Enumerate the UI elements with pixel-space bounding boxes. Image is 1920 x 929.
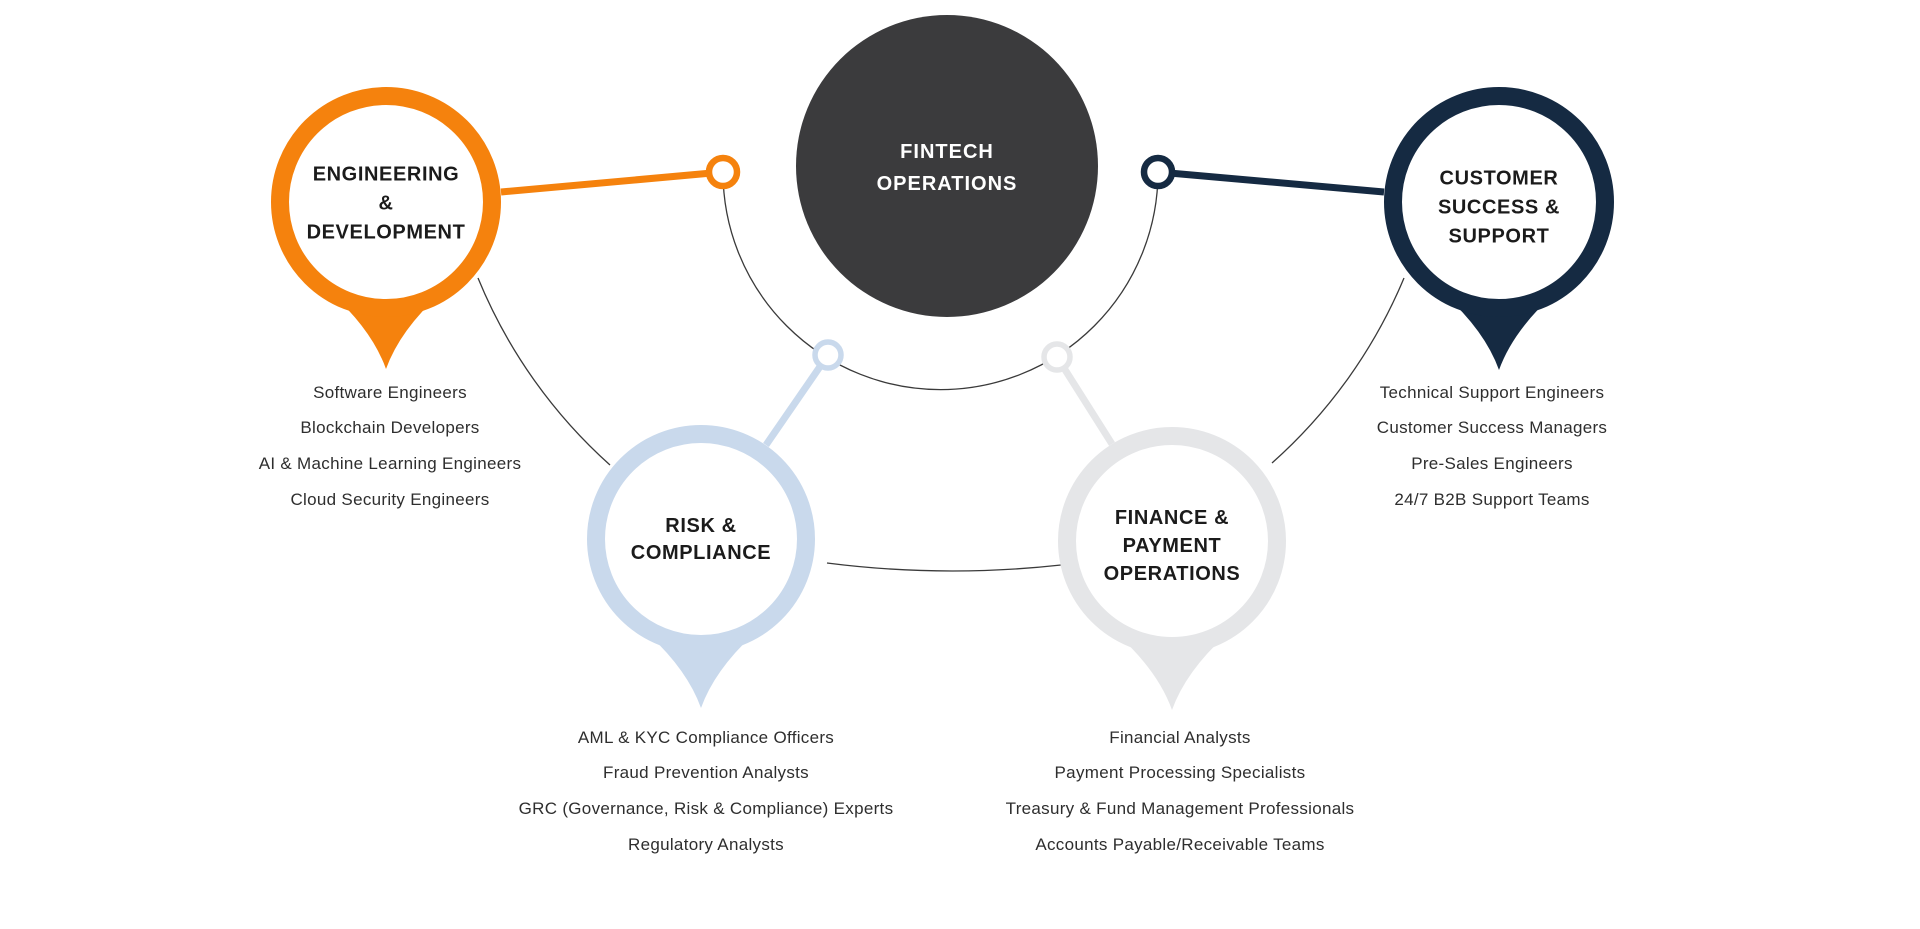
role-item: Regulatory Analysts	[628, 834, 784, 854]
role-item: AML & KYC Compliance Officers	[577, 727, 835, 747]
role-item: Fraud Prevention Analysts	[603, 763, 809, 783]
engineering-circle	[271, 87, 501, 317]
finance-circle	[1058, 427, 1286, 655]
customer-label-line: SUCCESS &	[1437, 196, 1561, 219]
engineering-label-line: DEVELOPMENT	[306, 221, 466, 244]
orbit-arc	[722, 171, 1159, 391]
risk-roles-list: AML & KYC Compliance Officers Fraud Prev…	[446, 720, 966, 862]
role-item: 24/7 B2B Support Teams	[1394, 489, 1590, 509]
connector-finance	[1054, 355, 1115, 446]
customer-roles-list: Technical Support Engineers Customer Suc…	[1232, 375, 1752, 517]
hub-label-line: FINTECH	[900, 141, 994, 163]
connector-engineering	[500, 168, 724, 196]
role-item: Treasury & Fund Management Professionals	[1005, 798, 1355, 818]
role-item: Cloud Security Engineers	[290, 489, 490, 509]
finance-label-line: FINANCE &	[1114, 507, 1230, 529]
role-item: Customer Success Managers	[1376, 418, 1608, 438]
engineering-node-ring	[705, 154, 741, 190]
role-item: Software Engineers	[313, 382, 467, 402]
risk-node-ring	[812, 339, 844, 371]
finance-roles-list: Financial Analysts Payment Processing Sp…	[920, 720, 1440, 862]
risk-label-line: RISK &	[665, 515, 737, 537]
arc-risk-finance	[826, 562, 1062, 572]
role-item: Accounts Payable/Receivable Teams	[1035, 834, 1325, 854]
finance-label-line: PAYMENT	[1122, 535, 1222, 557]
engineering-label-line: &	[378, 192, 394, 215]
customer-circle	[1384, 87, 1614, 317]
finance-label-line: OPERATIONS	[1103, 563, 1241, 585]
arc-engineering-risk	[477, 277, 611, 466]
customer-label-line: CUSTOMER	[1439, 167, 1559, 190]
engineering-label: ENGINEERING & DEVELOPMENT	[307, 161, 466, 248]
risk-label: RISK & COMPLIANCE	[631, 513, 771, 567]
connector-customer	[1157, 168, 1385, 196]
hub-label: FINTECH OPERATIONS	[877, 136, 1018, 200]
risk-label-line: COMPLIANCE	[630, 542, 772, 564]
customer-label: CUSTOMER SUCCESS & SUPPORT	[1438, 165, 1560, 252]
engineering-roles-list: Software Engineers Blockchain Developers…	[130, 375, 650, 517]
hub-circle	[796, 15, 1098, 317]
connector-risk	[763, 353, 831, 447]
role-item: Technical Support Engineers	[1379, 382, 1605, 402]
risk-pin-tip	[646, 632, 756, 708]
hub-label-line: OPERATIONS	[876, 173, 1018, 195]
engineering-label-line: ENGINEERING	[312, 163, 460, 186]
customer-node-ring	[1140, 154, 1176, 190]
role-item: AI & Machine Learning Engineers	[258, 453, 522, 473]
customer-label-line: SUPPORT	[1448, 225, 1550, 248]
finance-node-ring	[1041, 341, 1073, 373]
role-item: GRC (Governance, Risk & Compliance) Expe…	[518, 798, 894, 818]
role-item: Blockchain Developers	[300, 418, 480, 438]
finance-label: FINANCE & PAYMENT OPERATIONS	[1104, 504, 1241, 588]
role-item: Payment Processing Specialists	[1054, 763, 1306, 783]
finance-pin-tip	[1117, 634, 1227, 710]
arc-finance-customer	[1271, 277, 1405, 464]
risk-circle	[587, 425, 815, 653]
role-item: Financial Analysts	[1109, 727, 1251, 747]
role-item: Pre-Sales Engineers	[1411, 453, 1573, 473]
